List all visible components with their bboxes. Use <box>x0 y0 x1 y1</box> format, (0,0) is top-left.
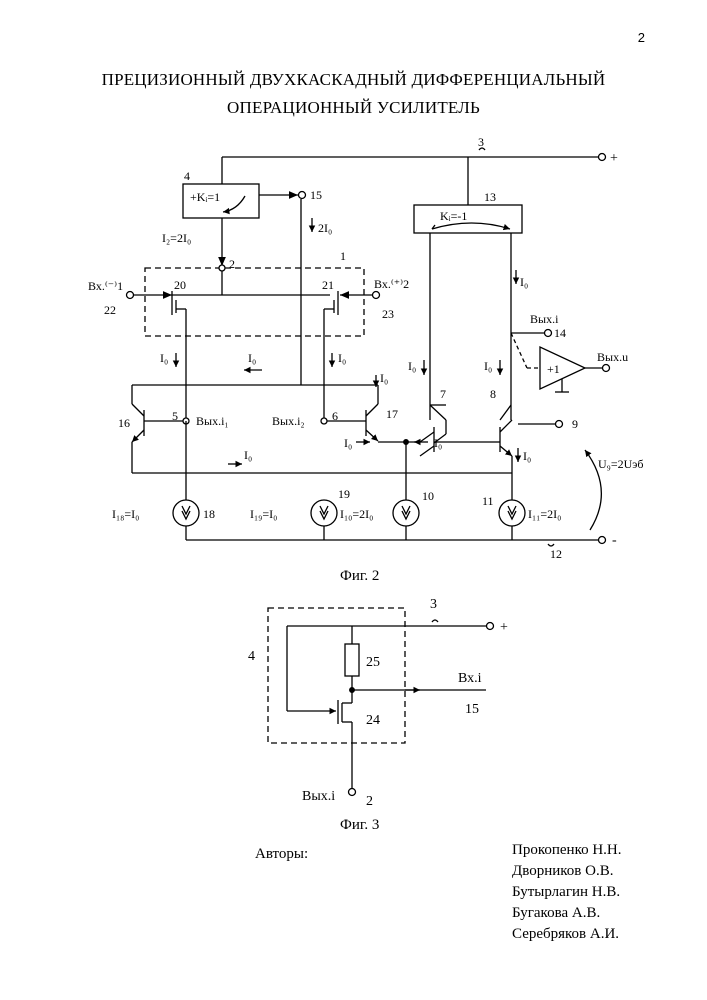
figure-3-labels: 3 + 4 25 Вх.i 15 24 Вых.i 2 <box>248 597 508 809</box>
block-4-detail <box>267 607 406 744</box>
resistor-25 <box>344 643 360 677</box>
figure-2-labels: 3 + 4 +Kᵢ=1 15 I₂=2I₀ 2I₀ 2 1 13 Kᵢ=-1 В… <box>88 135 644 561</box>
author-name: Дворников О.В. <box>512 863 614 879</box>
label-fig3-output-i: Вых.i <box>302 789 335 804</box>
label-fig3-input-i: Вх.i <box>458 671 482 686</box>
label-fig3-plus: + <box>500 620 508 635</box>
label-output-i2: Вых.i₂ <box>272 414 305 428</box>
label-km1: Kᵢ=-1 <box>440 209 467 223</box>
label-transistor-20: 20 <box>174 278 186 292</box>
label-node-13: 13 <box>484 190 496 204</box>
label-fig3-block-4: 4 <box>248 649 255 664</box>
current-mirror-block-4 <box>182 183 260 219</box>
label-k1: +Kᵢ=1 <box>190 190 220 204</box>
current-mirror-block-13 <box>413 204 523 234</box>
label-transistor-17: 17 <box>386 407 398 421</box>
label-u9: U₉=2Uэб <box>598 457 644 471</box>
label-i11: I₁₁=2I₀ <box>528 507 561 521</box>
authors-label: Авторы: <box>255 846 309 862</box>
author-name: Бутырлагин Н.В. <box>512 884 621 900</box>
label-transistor-21: 21 <box>322 278 334 292</box>
label-i0-k: I₀ <box>523 449 531 463</box>
label-output-i: Вых.i <box>530 312 559 326</box>
figure-3-caption: Фиг. 3 <box>340 817 380 833</box>
label-plus: + <box>610 151 618 166</box>
authors-list: Прокопенко Н.Н. Дворников О.В. Бутырлаги… <box>512 840 622 945</box>
label-node-6: 6 <box>332 409 338 423</box>
label-node-2: 2 <box>229 257 235 271</box>
label-node-14: 14 <box>554 326 566 340</box>
label-source-19: 19 <box>338 487 350 501</box>
label-box-1: 1 <box>340 249 346 263</box>
label-input-minus: Вх.⁽⁻⁾1 <box>88 279 123 293</box>
label-i18: I₁₈=I₀ <box>112 507 139 521</box>
label-source-10: 10 <box>422 489 434 503</box>
label-i0-d: I₀ <box>380 371 388 385</box>
label-node-4: 4 <box>184 169 190 183</box>
label-node-23: 23 <box>382 307 394 321</box>
label-node-12: 12 <box>550 547 562 561</box>
label-2i0: 2I₀ <box>318 221 332 235</box>
differential-stage-box-1 <box>144 267 365 337</box>
label-i0-b: I₀ <box>248 351 256 365</box>
label-node-22: 22 <box>104 303 116 317</box>
label-transistor-7: 7 <box>440 387 446 401</box>
label-i19: I₁₉=I₀ <box>250 507 277 521</box>
label-transistor-16: 16 <box>118 416 130 430</box>
label-i10: I₁₀=2I₀ <box>340 507 373 521</box>
label-i0-e: I₀ <box>520 275 528 289</box>
label-output-i1: Вых.i₁ <box>196 414 229 428</box>
label-i0-c: I₀ <box>338 351 346 365</box>
author-name: Бугакова А.В. <box>512 905 601 921</box>
label-resistor-25: 25 <box>366 655 380 670</box>
label-transistor-24: 24 <box>366 713 380 728</box>
author-name: Серебряков А.И. <box>512 926 620 942</box>
figure-2 <box>125 147 611 547</box>
label-i0-a: I₀ <box>160 351 168 365</box>
label-i2: I₂=2I₀ <box>162 231 191 245</box>
figure-3 <box>267 607 495 797</box>
label-node-9: 9 <box>572 417 578 431</box>
label-fig3-node-2: 2 <box>366 794 373 809</box>
title-line-2: ОПЕРАЦИОННЫЙ УСИЛИТЕЛЬ <box>227 98 480 117</box>
label-i0-i: I₀ <box>434 436 442 450</box>
title-line-1: ПРЕЦИЗИОННЫЙ ДВУХКАСКАДНЫЙ ДИФФЕРЕНЦИАЛЬ… <box>101 70 606 89</box>
label-i0-g: I₀ <box>484 359 492 373</box>
label-output-u: Вых.u <box>597 350 628 364</box>
label-node-5: 5 <box>172 409 178 423</box>
label-node-3: 3 <box>478 135 484 149</box>
label-input-plus: Вх.⁽⁺⁾2 <box>374 277 409 291</box>
label-buffer-gain: +1 <box>547 362 560 376</box>
label-i0-h: I₀ <box>344 436 352 450</box>
label-source-11: 11 <box>482 494 494 508</box>
label-node-15: 15 <box>310 188 322 202</box>
label-fig3-node-3: 3 <box>430 597 437 612</box>
label-i0-j: I₀ <box>244 448 252 462</box>
figure-2-caption: Фиг. 2 <box>340 568 380 584</box>
label-transistor-8: 8 <box>490 387 496 401</box>
page-number: 2 <box>637 30 645 45</box>
label-source-18: 18 <box>203 507 215 521</box>
label-i0-f: I₀ <box>408 359 416 373</box>
label-minus: - <box>612 533 617 548</box>
author-name: Прокопенко Н.Н. <box>512 842 622 858</box>
label-fig3-node-15: 15 <box>465 702 479 717</box>
